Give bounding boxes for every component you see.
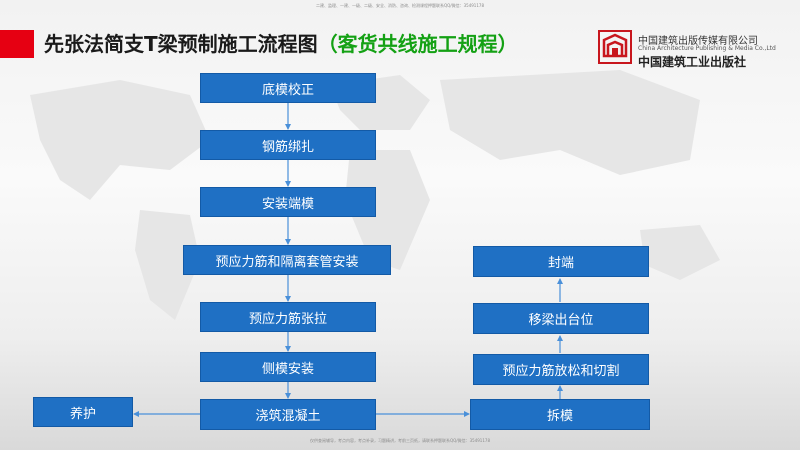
publisher-calligraphy: 中国建筑工业出版社 <box>638 55 747 69</box>
step-tendon-sleeve-install: 预应力筋和隔离套管安装 <box>183 245 391 275</box>
step-pour-concrete: 浇筑混凝土 <box>200 399 376 430</box>
page-title: 先张法简支T梁预制施工流程图（客货共线施工规程） <box>44 30 518 58</box>
top-note: 二建、监理、一建、一级、二级、安全、消防、咨询、检测课程押题联系QQ/微信：35… <box>315 3 484 8</box>
step-tendon-tensioning: 预应力筋张拉 <box>200 302 376 332</box>
publisher-name-cn: 中国建筑出版传媒有限公司 <box>638 36 758 47</box>
publisher-name-en: China Architecture Publishing & Media Co… <box>638 45 776 52</box>
step-release-and-cut-tendons: 预应力筋放松和切割 <box>473 354 649 385</box>
bottom-note: 仅供查阅辅导，考点内容，考点补录，习题精讲，考前三页纸，请联系押题联系QQ/微信… <box>309 438 490 443</box>
title-accent-bar <box>0 30 34 58</box>
step-demold: 拆模 <box>470 399 650 430</box>
step-move-beam-off-bed: 移梁出台位 <box>473 303 649 334</box>
step-curing: 养护 <box>33 397 133 427</box>
title-subtitle: （客货共线施工规程） <box>317 32 518 56</box>
step-bottom-form-correction: 底模校正 <box>200 73 376 103</box>
title-main: 先张法简支T梁预制施工流程图 <box>44 32 318 56</box>
step-side-form-install: 侧模安装 <box>200 352 376 382</box>
step-rebar-binding: 钢筋绑扎 <box>200 130 376 160</box>
publisher-logo-icon <box>598 30 632 64</box>
step-install-end-form: 安装端模 <box>200 187 376 217</box>
step-end-sealing: 封端 <box>473 246 649 277</box>
publisher-logo-block: 中国建筑出版传媒有限公司 China Architecture Publishi… <box>598 30 798 70</box>
